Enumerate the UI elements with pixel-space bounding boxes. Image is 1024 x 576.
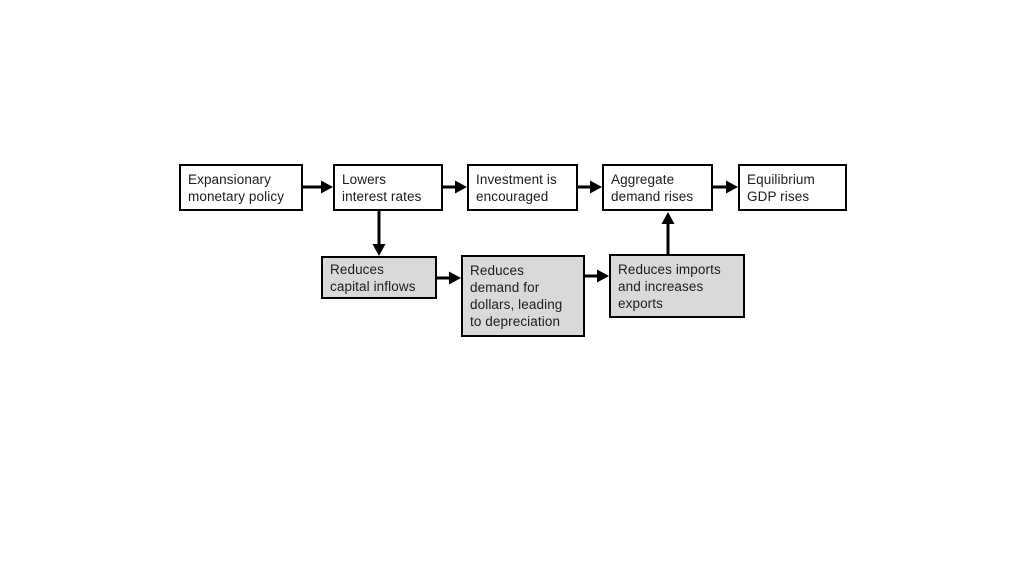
node-expansionary-monetary-policy: Expansionary monetary policy [179,164,303,211]
node-reduces-demand-for-dollars: Reduces demand for dollars, leading to d… [461,255,585,337]
node-label: Equilibrium GDP rises [747,171,815,204]
node-label: Reduces imports and increases exports [618,261,721,311]
node-reduces-capital-inflows: Reduces capital inflows [321,256,437,299]
node-label: Lowers interest rates [342,171,422,204]
node-reduces-imports-increases-exports: Reduces imports and increases exports [609,254,745,318]
node-lowers-interest-rates: Lowers interest rates [333,164,443,211]
node-equilibrium-gdp-rises: Equilibrium GDP rises [738,164,847,211]
right-arrow-icon [442,178,467,196]
node-label: Investment is encouraged [476,171,557,204]
node-aggregate-demand-rises: Aggregate demand rises [602,164,713,211]
node-label: Aggregate demand rises [611,171,694,204]
right-arrow-icon [436,269,461,287]
right-arrow-icon [712,178,738,196]
node-investment-encouraged: Investment is encouraged [467,164,578,211]
up-arrow-icon [659,212,677,254]
right-arrow-icon [302,178,333,196]
right-arrow-icon [584,267,609,285]
right-arrow-icon [577,178,602,196]
down-arrow-icon [370,211,388,256]
node-label: Reduces demand for dollars, leading to d… [470,263,563,329]
node-label: Expansionary monetary policy [188,171,285,204]
node-label: Reduces capital inflows [330,261,416,294]
